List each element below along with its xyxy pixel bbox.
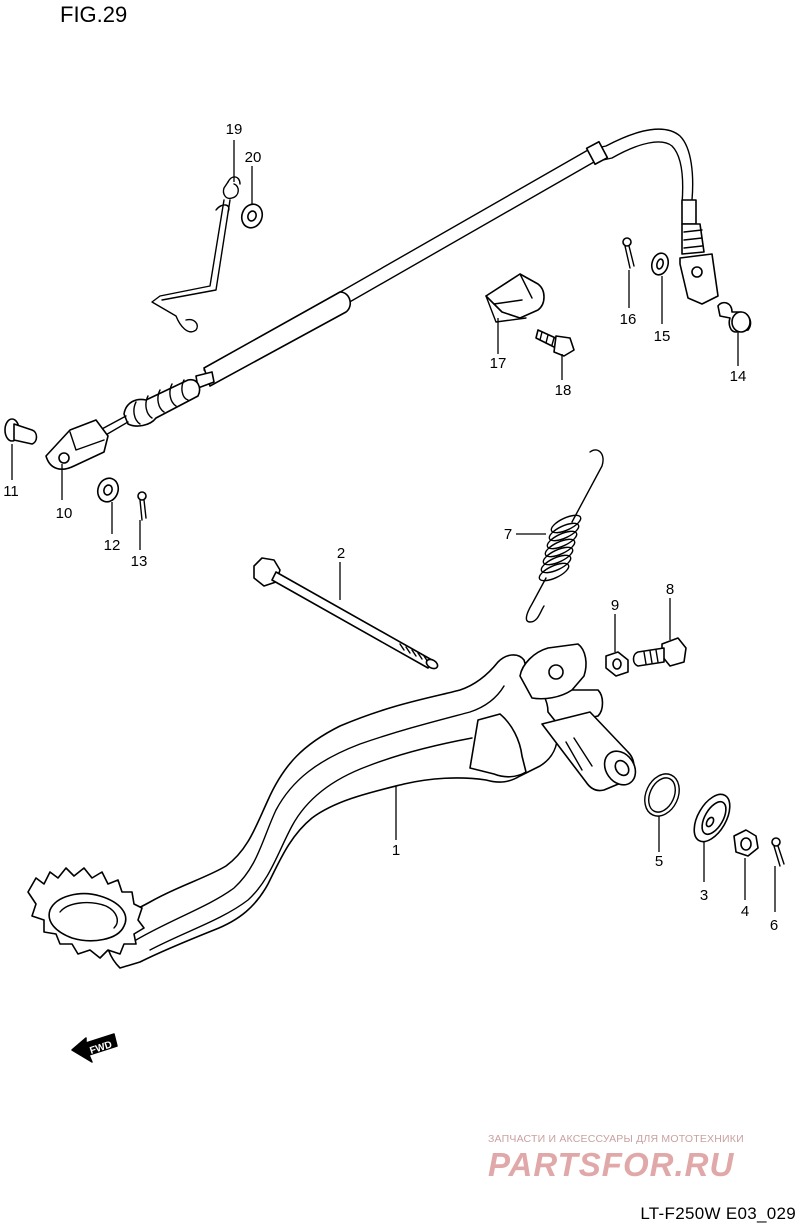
washer-part-3[interactable] xyxy=(687,788,737,847)
model-code: LT-F250W E03_029 xyxy=(640,1204,796,1223)
forward-direction-arrow: FWD xyxy=(71,1033,118,1063)
switch-spring-part-19[interactable] xyxy=(151,176,241,333)
callout-18[interactable]: 18 xyxy=(555,382,572,399)
callout-13[interactable]: 13 xyxy=(131,553,148,570)
callout-8[interactable]: 8 xyxy=(666,581,674,598)
watermark-tagline: ЗАПЧАСТИ И АКСЕССУАРЫ ДЛЯ МОТОТЕХНИКИ xyxy=(488,1133,744,1145)
callout-15[interactable]: 15 xyxy=(654,328,671,345)
figure-title: FIG.29 xyxy=(60,2,128,27)
clevis-pin-part-11[interactable] xyxy=(4,418,38,445)
callout-2[interactable]: 2 xyxy=(337,545,345,562)
callout-5[interactable]: 5 xyxy=(655,853,663,870)
callout-7[interactable]: 7 xyxy=(504,526,512,543)
callout-19[interactable]: 19 xyxy=(226,121,243,138)
callout-12[interactable]: 12 xyxy=(104,537,121,554)
callout-16[interactable]: 16 xyxy=(620,311,637,328)
callout-numbers: 1 2 3 4 5 6 7 8 9 10 11 12 13 14 15 16 1… xyxy=(3,121,778,934)
callout-6[interactable]: 6 xyxy=(770,917,778,934)
callout-17[interactable]: 17 xyxy=(490,355,507,372)
callout-3[interactable]: 3 xyxy=(700,887,708,904)
nut-part-9[interactable] xyxy=(605,651,629,677)
cotter-pin-part-6[interactable] xyxy=(771,837,785,867)
callout-10[interactable]: 10 xyxy=(56,505,73,522)
callout-14[interactable]: 14 xyxy=(730,368,747,385)
callout-20[interactable]: 20 xyxy=(245,149,262,166)
return-spring-part-7[interactable] xyxy=(525,449,604,623)
clevis-pin-part-14[interactable] xyxy=(717,301,752,333)
nut-part-4[interactable] xyxy=(733,829,759,857)
callout-1[interactable]: 1 xyxy=(392,842,400,859)
callout-leader-lines xyxy=(11,140,776,912)
cable-clamp-part-17[interactable] xyxy=(485,273,545,323)
watermark-brand: PARTSFOR.RU xyxy=(488,1146,735,1183)
bolt-part-8[interactable] xyxy=(632,637,687,667)
brake-cable-part[interactable] xyxy=(45,128,719,470)
cotter-pin-part-16[interactable] xyxy=(622,237,635,269)
callout-9[interactable]: 9 xyxy=(611,597,619,614)
pivot-bolt-part[interactable] xyxy=(253,557,439,670)
washer-part-12[interactable] xyxy=(94,475,121,504)
washer-part-15[interactable] xyxy=(649,251,670,276)
bolt-part-18[interactable] xyxy=(535,329,575,357)
circlip-part-5[interactable] xyxy=(638,768,686,821)
washer-part-20[interactable] xyxy=(238,201,265,230)
brake-pedal-part[interactable] xyxy=(27,643,642,969)
callout-11[interactable]: 11 xyxy=(3,483,19,500)
callout-4[interactable]: 4 xyxy=(741,903,749,920)
cotter-pin-part-13[interactable] xyxy=(137,491,147,521)
